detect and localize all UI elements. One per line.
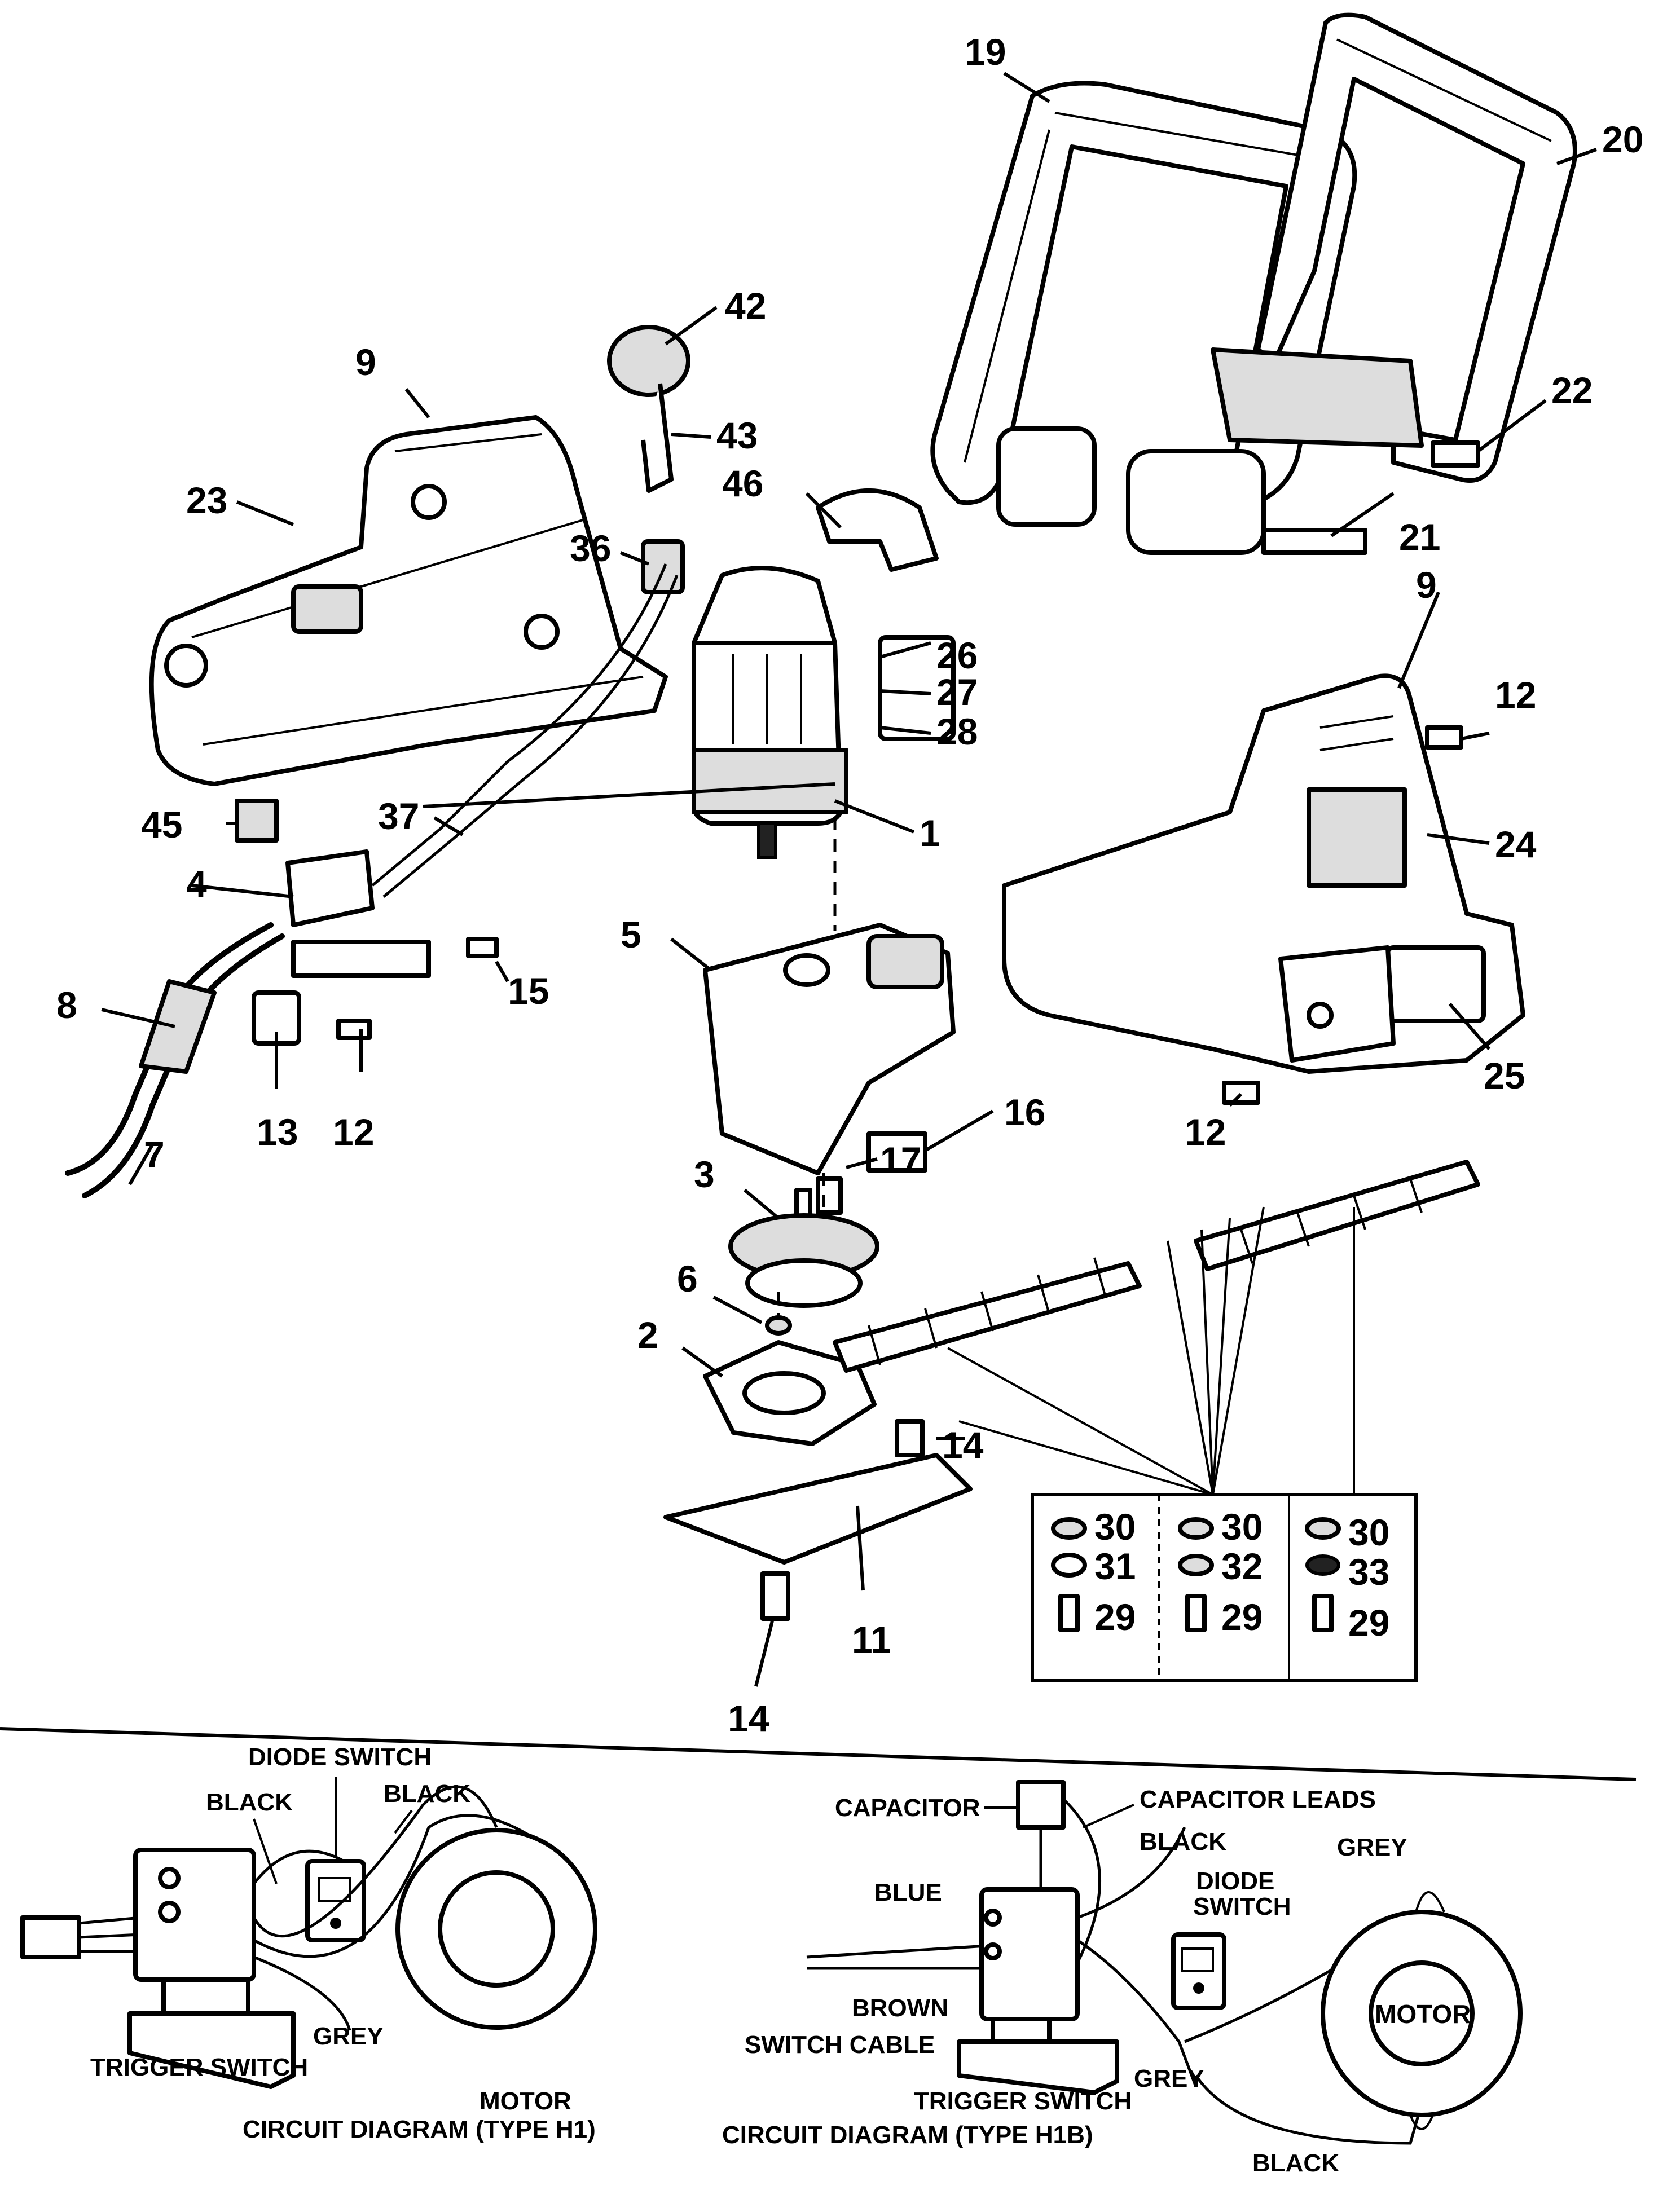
h1b-grey-top: GREY <box>1337 1834 1407 1861</box>
h1b-grey-bottom: GREY <box>1134 2065 1204 2092</box>
h1-motor: MOTOR <box>480 2087 571 2115</box>
label-23: 23 <box>186 479 227 521</box>
kit-col2-row1: 30 <box>1221 1506 1263 1548</box>
label-9-left: 9 <box>355 341 376 383</box>
label-5: 5 <box>621 914 641 955</box>
right-housing-half <box>1002 673 1525 1074</box>
label-20: 20 <box>1602 118 1643 160</box>
h1b-diode-1: DIODE <box>1196 1867 1274 1895</box>
label-19: 19 <box>965 31 1006 73</box>
label-16: 16 <box>1004 1091 1045 1133</box>
label-22: 22 <box>1551 369 1593 411</box>
h1b-blue: BLUE <box>874 1879 942 1906</box>
kit-col1-row3: 29 <box>1094 1596 1136 1638</box>
label-7: 7 <box>144 1134 165 1175</box>
h1-title: CIRCUIT DIAGRAM (TYPE H1) <box>243 2116 596 2143</box>
h1b-switch-cable: SWITCH CABLE <box>745 2031 935 2059</box>
h1b-capacitor-leads: CAPACITOR LEADS <box>1140 1786 1376 1813</box>
label-1: 1 <box>920 812 940 854</box>
gear-3 <box>728 1188 879 1308</box>
label-14-top: 14 <box>942 1424 984 1466</box>
label-42: 42 <box>725 285 766 327</box>
label-12-top: 12 <box>1495 674 1536 716</box>
blade-kit-table: 30 31 29 30 32 29 30 33 29 <box>1031 1493 1418 1682</box>
label-4: 4 <box>186 863 207 905</box>
label-27: 27 <box>936 671 978 713</box>
h1b-black-bottom: BLACK <box>1252 2149 1339 2177</box>
label-12-right: 12 <box>1185 1111 1226 1153</box>
label-11: 11 <box>852 1619 891 1660</box>
h1-black-right: BLACK <box>384 1780 470 1808</box>
h1b-trigger-switch: TRIGGER SWITCH <box>914 2087 1132 2115</box>
label-26: 26 <box>936 634 978 676</box>
part-number-labels: 19 20 21 22 42 43 46 36 9 23 26 27 28 1 … <box>56 31 1643 1739</box>
label-36: 36 <box>570 527 611 569</box>
circuit-diagram-h1: DIODE SWITCH BLACK BLACK GREY TRIGGER SW… <box>20 1743 597 2143</box>
kit-col1-row1: 30 <box>1094 1506 1136 1548</box>
h1-grey: GREY <box>313 2022 384 2050</box>
h1-trigger-switch: TRIGGER SWITCH <box>90 2054 308 2081</box>
label-15: 15 <box>508 970 549 1012</box>
h1b-diode-2: SWITCH <box>1193 1893 1291 1920</box>
label-12-bottom: 12 <box>333 1111 374 1153</box>
left-housing-half <box>149 415 668 786</box>
h1b-capacitor: CAPACITOR <box>835 1794 980 1822</box>
h1b-black-top: BLACK <box>1140 1828 1226 1856</box>
label-25: 25 <box>1484 1055 1525 1096</box>
kit-col1-row2: 31 <box>1094 1545 1136 1587</box>
label-46: 46 <box>722 462 763 504</box>
label-28: 28 <box>936 711 978 752</box>
kit-col2-row2: 32 <box>1221 1545 1263 1587</box>
label-2: 2 <box>637 1314 658 1356</box>
base-plate-11 <box>663 1453 973 1565</box>
h1b-brown: BROWN <box>852 1994 948 2022</box>
label-21: 21 <box>1399 516 1440 558</box>
wires-and-cord <box>65 563 679 1198</box>
label-37: 37 <box>378 795 419 837</box>
h1b-motor: MOTOR <box>1375 1999 1471 2029</box>
circuit-diagram-h1b: MOTOR CAPACITOR CAPACITOR LEADS BLACK GR… <box>722 1780 1523 2177</box>
label-9-right: 9 <box>1416 564 1437 606</box>
kit-col2-row3: 29 <box>1221 1596 1263 1638</box>
kit-col3-row2: 33 <box>1348 1551 1389 1593</box>
kit-col3-row1: 30 <box>1348 1512 1389 1553</box>
h1-black-left: BLACK <box>206 1788 293 1816</box>
label-3: 3 <box>694 1153 715 1195</box>
kit-col3-row3: 29 <box>1348 1602 1389 1643</box>
blade-assembly-2 <box>703 1160 1480 1446</box>
motor-1 <box>692 566 848 859</box>
label-13: 13 <box>257 1111 298 1153</box>
label-6: 6 <box>677 1258 698 1299</box>
rear-guard-20 <box>1211 12 1577 483</box>
leader-lines <box>101 72 1598 1687</box>
label-17: 17 <box>880 1139 921 1181</box>
label-24: 24 <box>1495 823 1537 865</box>
label-8: 8 <box>56 984 77 1026</box>
label-45: 45 <box>141 804 182 845</box>
gear-case-5 <box>703 923 956 1175</box>
label-14-bottom: 14 <box>728 1698 769 1739</box>
h1b-title: CIRCUIT DIAGRAM (TYPE H1B) <box>722 2121 1093 2149</box>
h1-diode-switch: DIODE SWITCH <box>248 1743 432 1771</box>
label-43: 43 <box>716 415 758 456</box>
